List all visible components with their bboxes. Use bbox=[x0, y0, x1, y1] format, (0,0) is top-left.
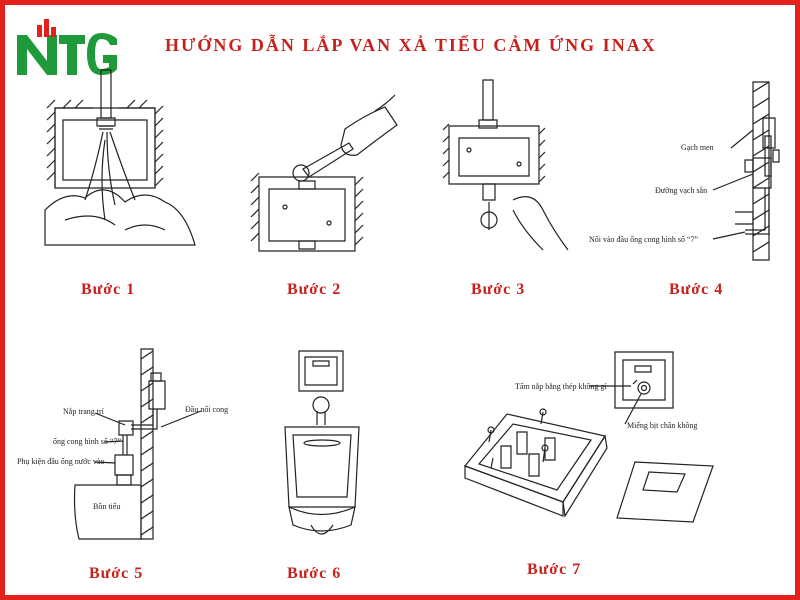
step-6-illustration bbox=[275, 347, 375, 547]
step-4-annotation-duong-vach-san: Đường vạch sẵn bbox=[655, 186, 707, 195]
step-3-illustration bbox=[443, 80, 573, 260]
step-3-label: Bước 3 bbox=[471, 281, 525, 299]
step-6-label: Bước 6 bbox=[287, 565, 341, 583]
step-7-illustration bbox=[445, 350, 725, 525]
step-2-illustration bbox=[245, 85, 405, 255]
step-5-annotation-phu-kien: Phụ kiện đầu ống nước vào bbox=[17, 457, 104, 466]
step-5-label: Bước 5 bbox=[89, 565, 143, 583]
step-4-annotation-noi-vao-dau-ong: Nối vào đầu ống cong hình số “7” bbox=[589, 235, 698, 244]
step-5-annotation-dau-noi-cong: Đầu nối cong bbox=[185, 405, 228, 414]
step-1-illustration bbox=[35, 70, 205, 255]
page-title: HƯỚNG DẪN LẮP VAN XẢ TIỂU CẢM ỨNG INAX bbox=[165, 35, 725, 56]
step-2-label: Bước 2 bbox=[287, 281, 341, 299]
step-1-label: Bước 1 bbox=[81, 281, 135, 299]
step-5-annotation-bon-tieu: Bồn tiểu bbox=[93, 502, 120, 511]
step-5-annotation-ong-cong: ống cong hình số “7” bbox=[53, 437, 121, 446]
step-4-annotation-gach-men: Gạch men bbox=[681, 143, 714, 152]
step-7-annotation-mieng-bit: Miếng bịt chân không bbox=[627, 421, 697, 430]
step-5-annotation-nap-trang-tri: Nắp trang trí bbox=[63, 407, 104, 416]
step-7-annotation-tam-nap: Tấm nắp bằng thép không gỉ bbox=[515, 382, 607, 391]
step-7-label: Bước 7 bbox=[527, 561, 581, 579]
step-4-label: Bước 4 bbox=[669, 281, 723, 299]
